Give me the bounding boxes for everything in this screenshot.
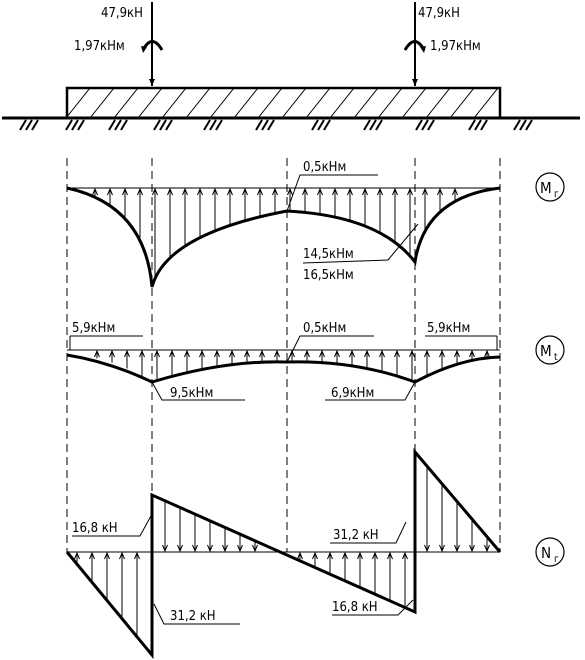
mt-left-valley: 9,5кНм xyxy=(170,386,213,401)
mr-leader-top xyxy=(287,175,378,211)
beam-group xyxy=(2,88,580,130)
mt-left-end: 5,9кНм xyxy=(72,321,115,336)
left-force-label: 47,9кН xyxy=(101,6,143,21)
mt-right-end: 5,9кНм xyxy=(427,321,470,336)
mr-tag-sub: г xyxy=(554,189,559,200)
mt-curve xyxy=(67,355,500,382)
mr-diagram: 0,5кНм 14,5кНм 16,5кНм M г xyxy=(67,160,564,287)
left-moment-label: 1,97кНм xyxy=(74,39,125,54)
nr-diagram: 16,8 кН 31,2 кН 31,2 кН 16,8 кН N г xyxy=(67,452,564,655)
nr-tag-sub: г xyxy=(554,554,559,565)
nr-tag-letter: N xyxy=(541,544,551,562)
beam-body xyxy=(67,88,500,118)
ground-hatching xyxy=(20,120,532,130)
mr-tag-letter: M xyxy=(540,179,552,197)
nr-right-bottom: 16,8 кН xyxy=(332,600,378,615)
right-force-label: 47,9кН xyxy=(418,6,460,21)
mt-tag-sub: t xyxy=(554,352,558,363)
right-moment-label: 1,97кНм xyxy=(430,39,481,54)
mr-label-b: 16,5кНм xyxy=(303,268,354,283)
mt-right-valley: 6,9кНм xyxy=(331,386,374,401)
loads-group: 47,9кН 47,9кН 1,97кНм 1,97кНм xyxy=(74,2,481,86)
nr-left-top: 16,8 кН xyxy=(72,521,118,536)
mt-diagram: 5,9кНм 0,5кНм 5,9кНм 9,5кНм 6,9кНм M t xyxy=(67,321,564,401)
mr-curve xyxy=(67,188,500,287)
mr-top-value: 0,5кНм xyxy=(303,160,346,175)
nr-right-top: 31,2 кН xyxy=(333,528,379,543)
mt-tag-letter: M xyxy=(540,342,552,360)
nr-polyline xyxy=(67,452,500,655)
mr-label-a: 14,5кНм xyxy=(303,247,354,262)
nr-left-bottom: 31,2 кН xyxy=(170,609,216,624)
mt-center: 0,5кНм xyxy=(303,321,346,336)
